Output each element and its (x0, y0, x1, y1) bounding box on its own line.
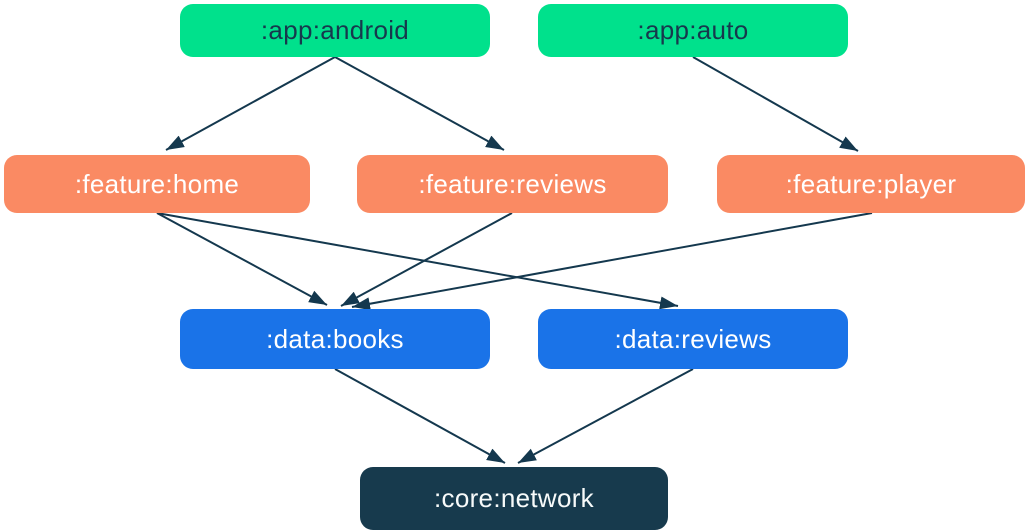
edge-app-android-to-feature-home (165, 56, 336, 151)
node-feature-home: :feature:home (4, 155, 310, 213)
edge-app-auto-to-feature-player (692, 56, 859, 152)
edge-data-reviews-to-core-network (517, 368, 694, 464)
node-feature-reviews: :feature:reviews (357, 155, 668, 213)
edge-feature-player-to-data-books (351, 212, 873, 311)
node-data-reviews: :data:reviews (538, 309, 848, 369)
node-label-feature-reviews: :feature:reviews (418, 168, 607, 199)
node-data-books: :data:books (180, 309, 490, 369)
node-label-core-network: :core:network (434, 483, 594, 513)
edge-feature-reviews-to-data-books (340, 212, 513, 307)
node-label-data-books: :data:books (266, 323, 404, 354)
node-app-auto: :app:auto (538, 4, 848, 57)
node-label-app-auto: :app:auto (637, 15, 749, 45)
edge-feature-home-to-data-books (156, 212, 328, 306)
node-feature-player: :feature:player (717, 155, 1025, 213)
edge-data-books-to-core-network (334, 368, 506, 464)
edge-feature-home-to-data-reviews (156, 212, 679, 310)
node-label-app-android: :app:android (260, 15, 410, 45)
edge-app-android-to-feature-reviews (334, 56, 505, 151)
node-label-feature-player: :feature:player (785, 168, 957, 199)
node-core-network: :core:network (360, 467, 668, 530)
node-app-android: :app:android (180, 4, 490, 57)
node-label-feature-home: :feature:home (74, 168, 240, 199)
node-label-data-reviews: :data:reviews (614, 323, 772, 354)
